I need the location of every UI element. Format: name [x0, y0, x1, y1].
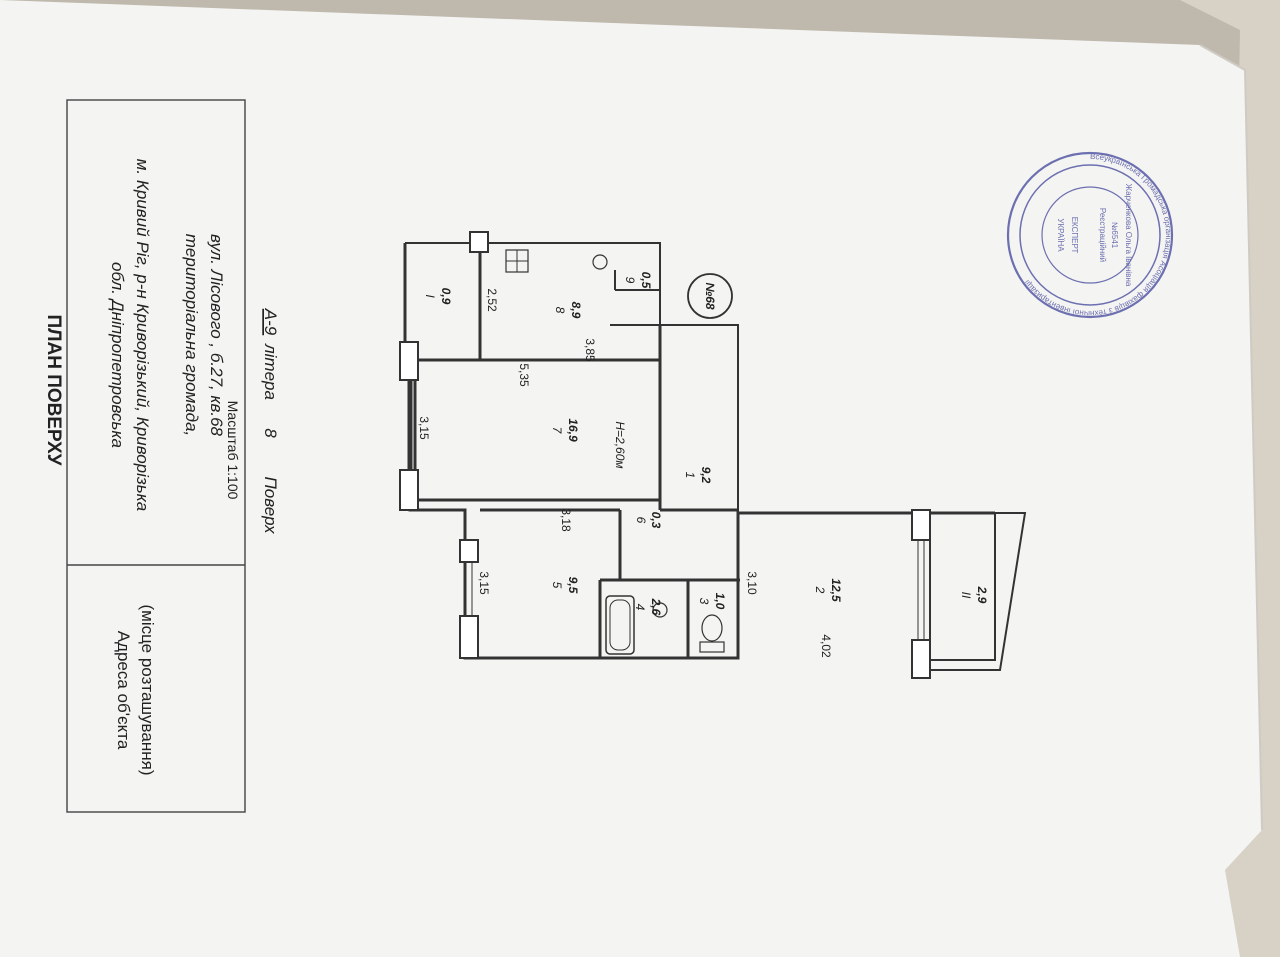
room-area: 2,6	[649, 598, 663, 616]
room-number: 6	[634, 517, 648, 524]
room-number: 8	[553, 307, 567, 314]
dimension: 5,35	[517, 363, 531, 387]
stamp-line: №6541	[1110, 222, 1119, 249]
floor-value: 8	[261, 428, 280, 438]
room-area: 9,2	[699, 467, 713, 484]
stamp-line: УКРАЇНА	[1056, 218, 1065, 252]
floor-info: Поверх 8 літера А-9	[261, 308, 280, 534]
room-area: 0,3	[649, 512, 663, 529]
stamp-line: Жарченкова Ольга Іванівна	[1124, 184, 1133, 287]
room-area: 2,9	[975, 586, 989, 604]
dimension: 3,10	[745, 571, 759, 595]
dimension: 3,15	[477, 571, 491, 595]
room-number: 4	[633, 604, 647, 611]
room-number: I	[423, 294, 437, 298]
room-number: 3	[697, 598, 711, 605]
room-area: 9,5	[566, 577, 580, 594]
ceiling-height: H=2,60м	[613, 421, 627, 468]
dimension: 4,02	[819, 634, 833, 658]
stamp-line: Реєстраційний	[1098, 208, 1107, 262]
room-area: 8,9	[569, 302, 583, 319]
scale-label: Масштаб 1:100	[225, 401, 241, 500]
room-number: 2	[813, 586, 827, 594]
document-title: ПЛАН ПОВЕРХУ	[43, 315, 64, 466]
dimension: 3,85	[583, 338, 597, 362]
address-line: обл. Дніпропетровська	[108, 262, 127, 448]
dimension: 3,15	[417, 416, 431, 440]
room-area: 16,9	[566, 418, 580, 442]
room-number: 9	[623, 277, 637, 284]
room-number: 5	[550, 582, 564, 589]
room-area: 0,5	[639, 272, 653, 289]
address-line: територіальна громада,	[182, 234, 201, 436]
room-area: 12,5	[829, 578, 843, 602]
floor-label: Поверх	[261, 476, 280, 534]
dimension-labels: 2,52 3,85 5,35 3,15 3,18 3,15 3,10 4,02	[417, 288, 833, 658]
letter-label: літера	[261, 343, 280, 400]
dimension: 2,52	[485, 288, 499, 312]
apartment-number: №68	[703, 282, 717, 309]
floor-plan	[399, 231, 1027, 679]
address-table: Адреса об'єкта (місце розташування) обл.…	[66, 99, 246, 813]
dimension: 3,18	[559, 508, 573, 532]
address-label-sub: (місце розташування)	[138, 605, 157, 776]
stamp-line: ЕКСПЕРТ	[1070, 217, 1079, 254]
address-label: Адреса об'єкта	[114, 631, 133, 750]
room-area: 0,9	[439, 288, 453, 305]
room-labels: 1 9,2 2 12,5 3 1,0 4 2,6 5 9,5 6 0,3 7 1…	[423, 272, 989, 616]
letter-value: А-9	[261, 308, 280, 336]
room-number: II	[959, 592, 973, 599]
address-line: вул. Лісового , б.27, кв.68	[207, 234, 226, 437]
room-area: 1,0	[713, 593, 727, 610]
address-line: м. Кривий Ріг, р-н Криворізький, Криворі…	[133, 159, 152, 511]
room-number: 7	[550, 427, 564, 435]
room-number: 1	[683, 472, 697, 479]
